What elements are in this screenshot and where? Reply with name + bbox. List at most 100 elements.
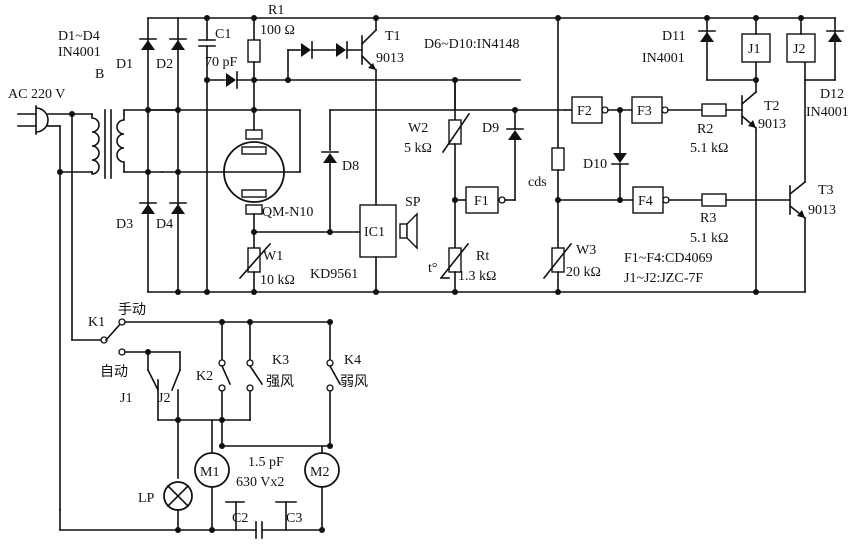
label-b: B <box>95 67 104 82</box>
diode-d3 <box>139 202 157 214</box>
relay-coil-j2 <box>786 17 816 63</box>
label-f2: F2 <box>577 104 592 119</box>
label-d1-d4: D1~D4 <box>58 29 100 44</box>
thermistor-rt <box>439 242 470 293</box>
resistor-r1 <box>247 17 261 81</box>
label-cap-volt: 630 Vx2 <box>236 475 284 490</box>
label-r3: R3 <box>700 211 716 226</box>
label-d3: D3 <box>116 217 133 232</box>
label-t1: T1 <box>385 29 401 44</box>
label-c2: C2 <box>232 511 248 526</box>
label-r2-val: 5.1 kΩ <box>690 141 728 156</box>
label-d2: D2 <box>156 57 173 72</box>
switch-k4 <box>326 321 342 447</box>
gas-sensor-qm-n10 <box>147 109 301 233</box>
label-w2-val: 5 kΩ <box>404 141 432 156</box>
label-f1: F1 <box>474 194 489 209</box>
label-rt: Rt <box>476 249 489 264</box>
inverter-f4 <box>632 186 670 214</box>
label-r3-val: 5.1 kΩ <box>690 231 728 246</box>
diode-d4 <box>169 202 187 214</box>
ic1-kd9561 <box>359 204 397 293</box>
label-strong: 强风 <box>266 374 294 390</box>
label-d1: D1 <box>116 57 133 72</box>
label-d4: D4 <box>156 217 173 232</box>
label-t3: T3 <box>818 183 834 198</box>
capacitor-c1 <box>198 17 216 293</box>
label-k4: K4 <box>344 353 361 368</box>
label-f-note: F1~F4:CD4069 <box>624 251 712 266</box>
label-d9: D9 <box>482 121 499 136</box>
label-j2-contact: J2 <box>158 391 170 406</box>
label-t2: T2 <box>764 99 780 114</box>
capacitor-c3 <box>255 501 323 539</box>
switch-k2 <box>218 321 232 421</box>
capacitor-c2 <box>225 501 245 531</box>
potentiometer-w1 <box>238 231 272 293</box>
transformer <box>91 109 125 179</box>
transistor-t1 <box>360 17 378 206</box>
label-j2: J2 <box>793 42 805 57</box>
label-j1-contact: J1 <box>120 391 132 406</box>
potentiometer-w2 <box>441 79 471 249</box>
transistor-t3 <box>788 61 807 293</box>
inverter-f3 <box>631 96 669 124</box>
label-in4001-b: IN4001 <box>642 51 685 66</box>
label-cds: cds <box>528 175 547 190</box>
label-tdeg: t° <box>428 261 438 276</box>
label-d12: D12 <box>820 87 844 102</box>
label-lp: LP <box>138 491 155 506</box>
label-auto: 自动 <box>100 364 128 380</box>
label-t2-val: 9013 <box>758 117 786 132</box>
label-c3: C3 <box>286 511 302 526</box>
label-rt-val: 1.3 kΩ <box>458 269 496 284</box>
label-c1: C1 <box>215 27 231 42</box>
label-ic1: IC1 <box>364 225 385 240</box>
potentiometer-w3 <box>542 242 573 293</box>
label-m2: M2 <box>310 465 329 480</box>
label-t3-val: 9013 <box>808 203 836 218</box>
label-d8: D8 <box>342 159 359 174</box>
relay-contact-j1 <box>146 351 160 421</box>
label-manual: 手动 <box>118 302 146 318</box>
diode-d1 <box>139 38 157 50</box>
relay-contact-j2 <box>170 351 182 421</box>
label-f3: F3 <box>637 104 652 119</box>
label-c1-val: 70 pF <box>205 55 238 70</box>
label-w1-val: 10 kΩ <box>260 273 295 288</box>
label-qm: QM-N10 <box>262 205 313 220</box>
speaker-sp <box>399 212 418 250</box>
label-ac: AC 220 V <box>8 87 65 102</box>
label-d10: D10 <box>583 157 607 172</box>
relay-coil-j1 <box>741 17 771 63</box>
label-w3-val: 20 kΩ <box>566 265 601 280</box>
label-in4001-c: IN4001 <box>806 105 849 120</box>
label-kd: KD9561 <box>310 267 358 282</box>
label-k3: K3 <box>272 353 289 368</box>
label-r1-val: 100 Ω <box>260 23 295 38</box>
transistor-t2 <box>740 61 758 293</box>
label-w2: W2 <box>408 121 428 136</box>
label-k1: K1 <box>88 315 105 330</box>
label-r2: R2 <box>697 122 713 137</box>
label-in4001-a: IN4001 <box>58 45 101 60</box>
ac-plug <box>17 105 73 135</box>
switch-k1 <box>71 318 331 356</box>
label-r1: R1 <box>268 3 284 18</box>
switch-k3 <box>246 321 264 421</box>
label-d11: D11 <box>662 29 686 44</box>
label-weak: 弱风 <box>340 374 368 390</box>
label-w3: W3 <box>576 243 596 258</box>
photoresistor-cds <box>551 17 565 249</box>
label-m1: M1 <box>200 465 219 480</box>
inverter-f1 <box>465 186 506 214</box>
resistor-r2 <box>701 103 727 117</box>
label-t1-val: 9013 <box>376 51 404 66</box>
label-j-note: J1~J2:JZC-7F <box>624 271 703 286</box>
diode-d2 <box>169 38 187 50</box>
lamp-lp <box>163 481 193 531</box>
label-w1: W1 <box>263 249 283 264</box>
resistor-r3 <box>701 193 727 207</box>
